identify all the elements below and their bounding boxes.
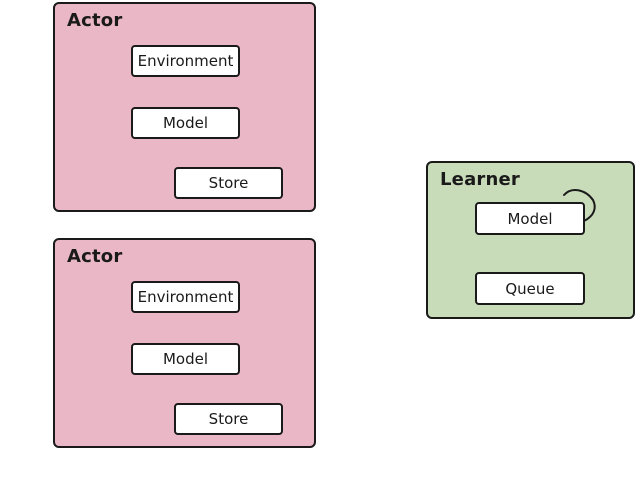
actor-1-store-box: Store [174, 167, 283, 199]
learner-queue-label: Queue [505, 279, 555, 298]
actor-panel-2: Actor Environment Model Store [53, 238, 316, 448]
actor-1-store-label: Store [208, 174, 249, 192]
learner-model-box: Model [475, 202, 585, 235]
learner-panel: Learner Model Queue [426, 161, 635, 319]
actor-2-store-label: Store [208, 410, 249, 428]
learner-queue-box: Queue [475, 272, 585, 305]
actor-2-store-box: Store [174, 403, 283, 435]
actor-panel-1: Actor Environment Model Store [53, 2, 316, 212]
learner-model-label: Model [507, 209, 553, 228]
actor-1-environment-label: Environment [137, 52, 234, 70]
actor-1-model-box: Model [131, 107, 240, 139]
loop-arc [563, 188, 596, 222]
actor-2-environment-label: Environment [137, 288, 234, 306]
learner-title: Learner [440, 169, 521, 190]
actor-1-model-label: Model [162, 114, 209, 132]
actor-title-2: Actor [67, 246, 123, 267]
actor-2-model-label: Model [162, 350, 209, 368]
actor-2-environment-box: Environment [131, 281, 240, 313]
model-update-loop-arrow [563, 188, 596, 222]
actor-1-environment-box: Environment [131, 45, 240, 77]
actor-2-model-box: Model [131, 343, 240, 375]
actor-title-1: Actor [67, 10, 123, 31]
